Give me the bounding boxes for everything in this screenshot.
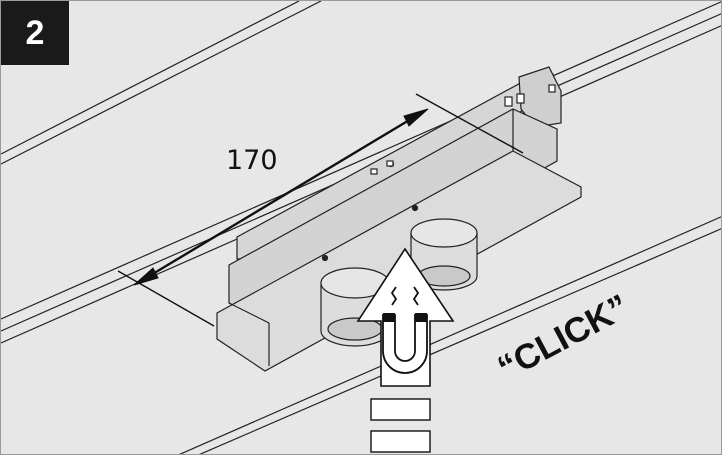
track-edge-middle [1, 1, 721, 320]
adapter-end-cap [518, 66, 562, 128]
push-up-arrow-icon [356, 247, 455, 453]
magnet-icon [382, 313, 428, 374]
magnet-icon-body [382, 314, 428, 374]
motion-trail-bar [370, 398, 431, 421]
motion-trail-bar [370, 430, 431, 453]
track-edge-lower-inner [199, 228, 721, 454]
track-edge-lower [179, 216, 721, 454]
adapter-clip-c [548, 84, 556, 93]
spotlight-rear-top [410, 218, 478, 248]
attraction-wave-left [390, 286, 398, 306]
track-edge-upper-inner [1, 1, 322, 165]
dimension-indicator [117, 93, 524, 327]
adapter-clip-b [516, 93, 525, 104]
magnet-pole-right [415, 313, 427, 322]
dimension-label: 170 [226, 145, 278, 176]
track-adapter [236, 66, 562, 260]
screw-head [321, 254, 329, 262]
adapter-clip-a [504, 96, 513, 107]
attraction-wave-right [412, 286, 420, 306]
magnet-pole-left [383, 313, 395, 322]
attraction-wave-icon [390, 286, 420, 306]
housing-edge [228, 302, 270, 324]
push-up-arrow-icon-shape [356, 247, 455, 387]
dimension-arrowhead-left [133, 267, 159, 286]
dimension-line [140, 111, 422, 283]
housing-slot [370, 168, 378, 175]
track-edge-upper [1, 1, 300, 155]
housing-slot [386, 160, 394, 167]
extension-line-left [117, 270, 215, 327]
extension-line-right [415, 93, 524, 154]
screw-head [411, 204, 419, 212]
click-sound-label: “CLICK” [491, 287, 635, 388]
step-number-badge: 2 [1, 1, 69, 65]
dimension-arrowhead-right [403, 108, 429, 127]
